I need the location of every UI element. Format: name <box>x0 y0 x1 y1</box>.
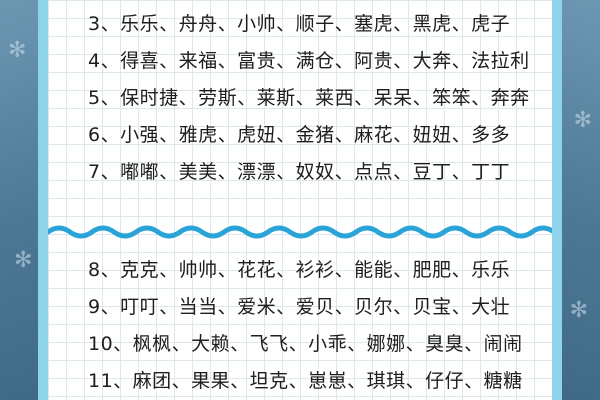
snowflake-icon: ✻ <box>8 38 27 63</box>
list-item: 5、保时捷、劳斯、莱斯、莱西、呆呆、笨笨、奔奔 <box>88 87 530 109</box>
list-item: 6、小强、雅虎、虎妞、金猪、麻花、妞妞、多多 <box>88 124 511 146</box>
snowflake-icon: ✻ <box>569 298 588 323</box>
list-item: 8、克克、帅帅、花花、衫衫、能能、肥肥、乐乐 <box>88 259 511 281</box>
list-item: 10、枫枫、大赖、飞飞、小乖、娜娜、臭臭、闹闹 <box>88 333 523 355</box>
list-item: 4、得喜、来福、富贵、满仓、阿贵、大奔、法拉利 <box>88 50 530 72</box>
name-list-top: 3、乐乐、舟舟、小帅、顺子、塞虎、黑虎、虎子 4、得喜、来福、富贵、满仓、阿贵、… <box>48 6 552 191</box>
grid-paper-card: 3、乐乐、舟舟、小帅、顺子、塞虎、黑虎、虎子 4、得喜、来福、富贵、满仓、阿贵、… <box>48 0 552 400</box>
name-list-bottom: 8、克克、帅帅、花花、衫衫、能能、肥肥、乐乐 9、叮叮、当当、爱米、爱贝、贝尔、… <box>48 252 552 400</box>
list-item: 11、麻团、果果、坦克、崽崽、琪琪、仔仔、糖糖 <box>88 370 523 392</box>
snowflake-icon: ✻ <box>573 108 592 133</box>
list-item: 9、叮叮、当当、爱米、爱贝、贝尔、贝宝、大壮 <box>88 296 511 318</box>
snowflake-icon: ✻ <box>14 248 33 273</box>
list-item: 3、乐乐、舟舟、小帅、顺子、塞虎、黑虎、虎子 <box>88 13 511 35</box>
list-item: 7、嘟嘟、美美、漂漂、奴奴、点点、豆丁、丁丁 <box>88 161 511 183</box>
wave-divider <box>48 225 552 239</box>
